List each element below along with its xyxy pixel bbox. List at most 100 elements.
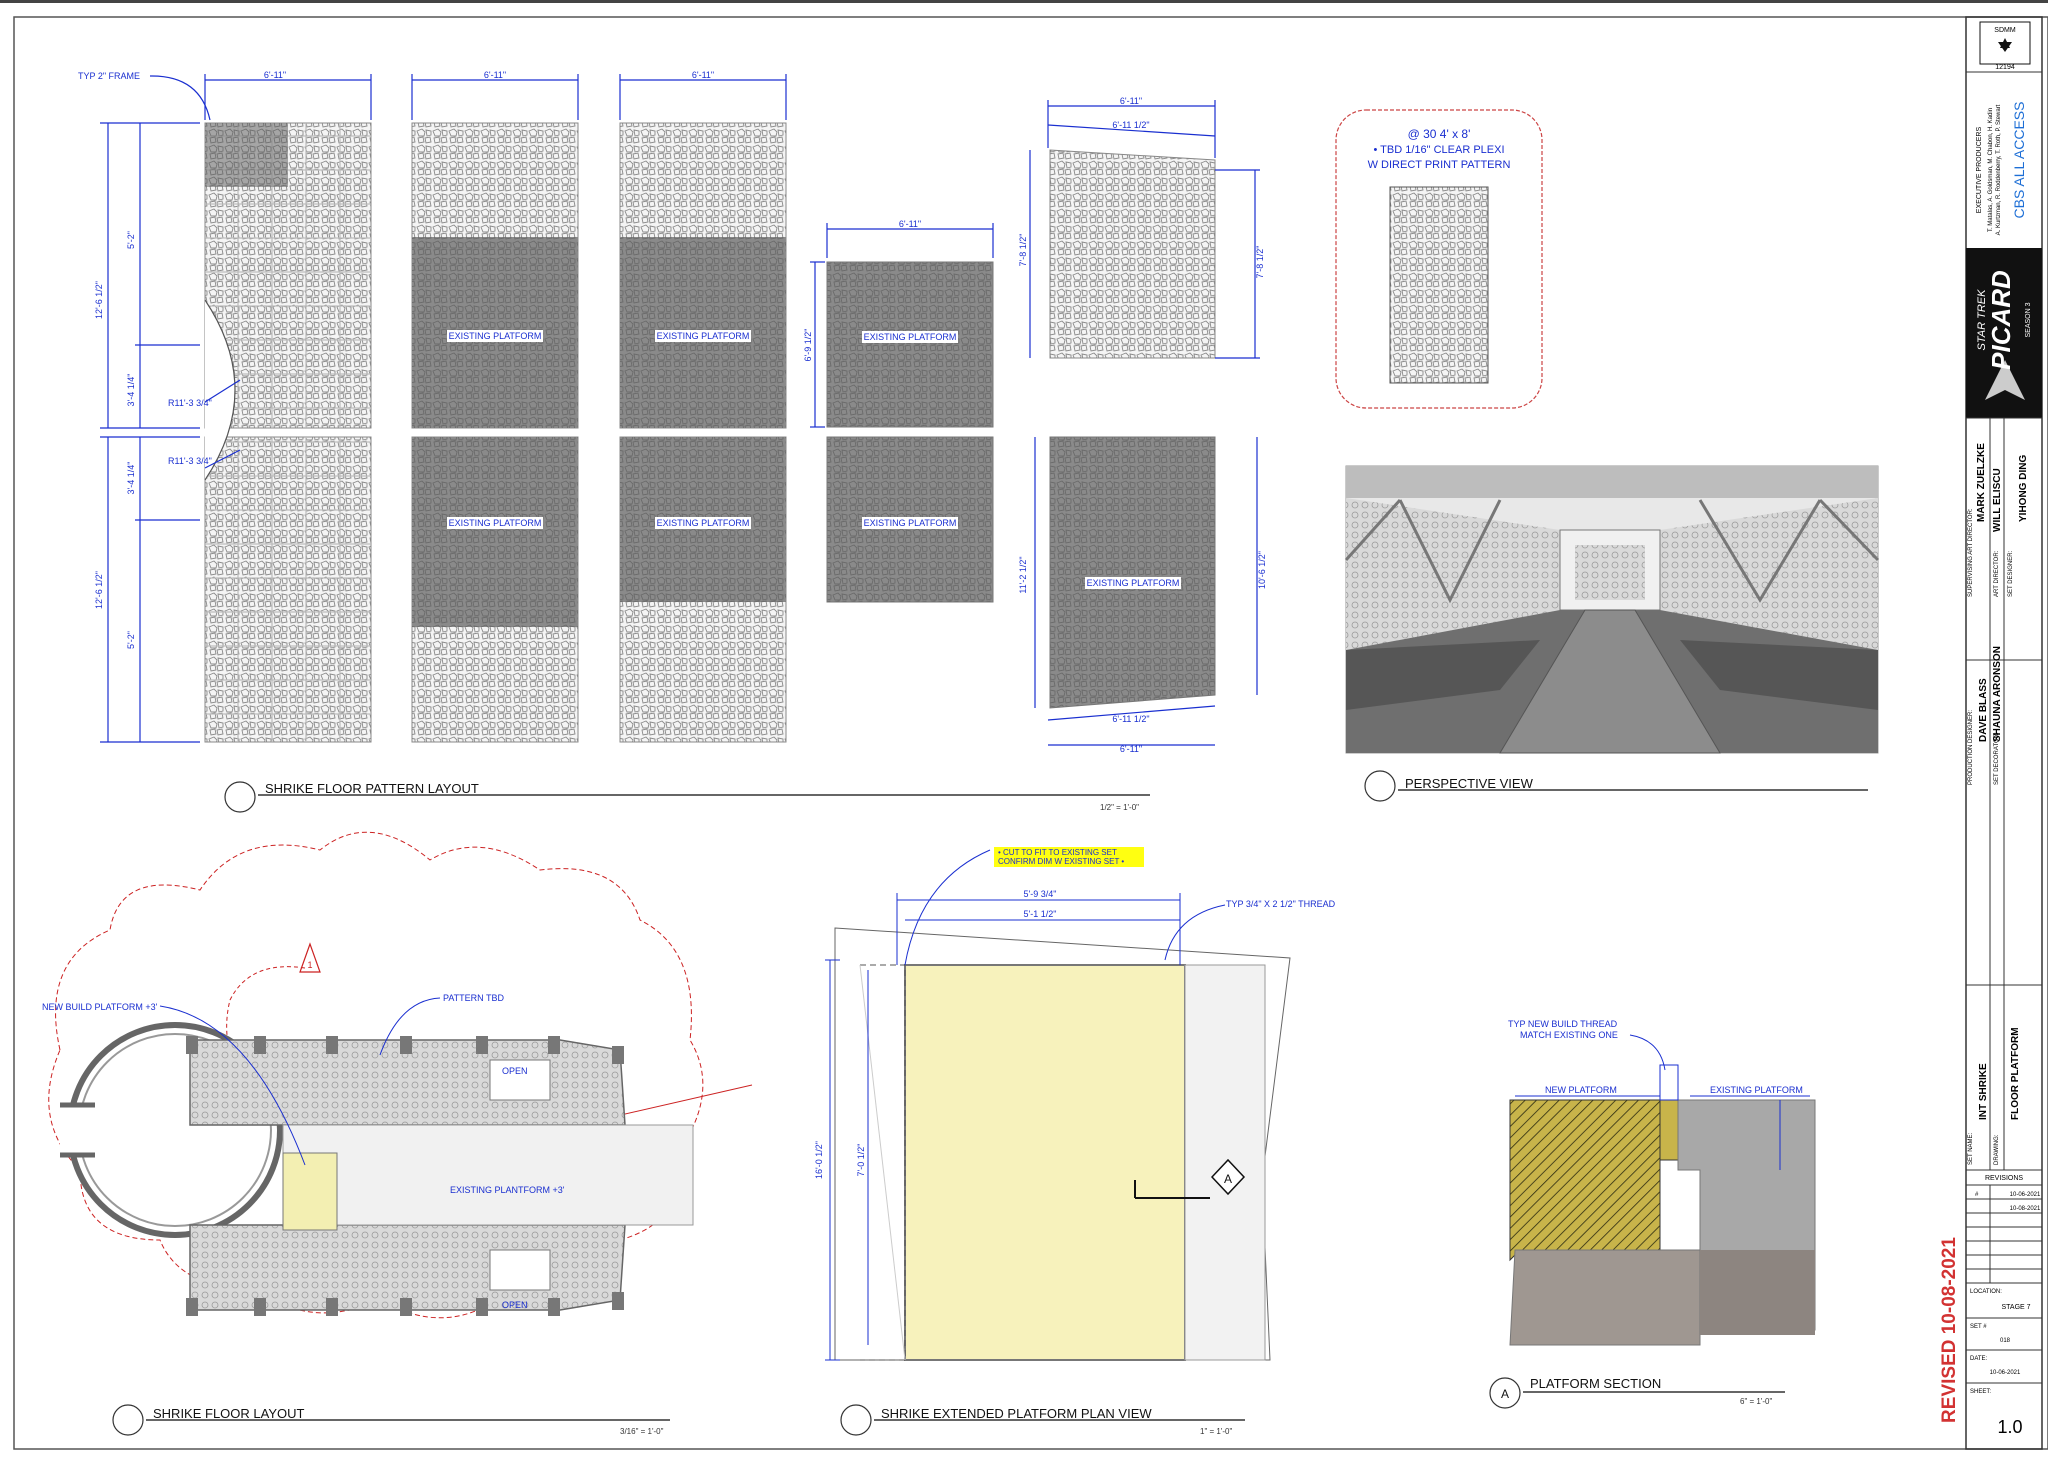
- platform-section-title: PLATFORM SECTION: [1530, 1376, 1661, 1391]
- revision-cloud: [48, 831, 704, 1319]
- pattern-layout-title: SHRIKE FLOOR PATTERN LAYOUT: [265, 781, 479, 796]
- extended-platform-plan: • CUT TO FIT TO EXISTING SET CONFIRM DIM…: [814, 847, 1336, 1436]
- dim-7: 7'-8 1/2": [1255, 246, 1265, 279]
- set-name: INT SHRIKE: [1978, 1063, 1989, 1120]
- open-label-2: OPEN: [502, 1300, 528, 1310]
- width-dim-6-alt: 6'-11 1/2": [1112, 714, 1149, 724]
- exec-producers-names-1: T. Matalas, A. Goldsman, M. Chabon, H. K…: [1988, 108, 1994, 232]
- width-dim-5-alt: 6'-11 1/2": [1112, 120, 1149, 130]
- set-no-value: 018: [2000, 1338, 2011, 1344]
- art-dir-label: ART DIRECTOR:: [1994, 550, 2000, 597]
- plexi-pattern-swatch: [1389, 186, 1489, 384]
- sheet-label: SHEET:: [1970, 1389, 1991, 1395]
- dim-6: 6'-9 1/2": [803, 329, 813, 362]
- match-existing: MATCH EXISTING ONE: [1520, 1030, 1618, 1040]
- callout-line-2: CONFIRM DIM W EXISTING SET •: [998, 857, 1124, 866]
- note-line-2: • TBD 1/16" CLEAR PLEXI: [1373, 144, 1504, 156]
- extended-plan-title: SHRIKE EXTENDED PLATFORM PLAN VIEW: [881, 1406, 1152, 1421]
- shrike-floor-layout: 1 NEW BUILD PLATFORM +3' PATTERN TBD OPE…: [42, 831, 753, 1436]
- existing-label-7: EXISTING PLATFORM: [1087, 578, 1180, 588]
- width-dim-2: 6'-11": [484, 70, 506, 80]
- exec-producers-label: EXECUTIVE PRODUCERS: [1976, 127, 1983, 214]
- set-no-label: SET #: [1970, 1324, 1987, 1330]
- prod-des-name: DAVE BLASS: [1978, 678, 1989, 742]
- prod-des-label: PRODUCTION DESIGNER:: [1968, 710, 1974, 785]
- exec-producers-names-2: A. Kurtzman, R. Roddenberry, T. Roth, P.…: [1996, 104, 2002, 235]
- dim-10: 10'-6 1/2": [1257, 551, 1267, 589]
- existing-label-3: EXISTING PLATFORM: [864, 332, 957, 342]
- pattern-tbd-label: PATTERN TBD: [443, 993, 505, 1003]
- union-label: SDMM: [1994, 27, 2016, 34]
- extended-platform-area: [904, 964, 1186, 1361]
- section-marker: A: [1501, 1387, 1509, 1401]
- pattern-panel-5a: [1049, 149, 1216, 359]
- dim-h: 16'-0 1/2": [814, 1141, 824, 1179]
- pattern-panel-4a: [826, 261, 994, 428]
- location-value: STAGE 7: [2001, 1304, 2030, 1311]
- set-des-label: SET DESIGNER:: [2008, 550, 2014, 597]
- date-label: DATE:: [1970, 1356, 1988, 1362]
- new-platform-label: NEW PLATFORM: [1545, 1085, 1617, 1095]
- floor-layout-scale: 3/16" = 1'-0": [620, 1427, 664, 1436]
- width-dim-5: 6'-11": [1120, 96, 1142, 106]
- platform-section: TYP NEW BUILD THREAD MATCH EXISTING ONE …: [1489, 1019, 1816, 1409]
- platform-section-scale: 6" = 1'-0": [1740, 1397, 1772, 1406]
- typ-new-build-thread: TYP NEW BUILD THREAD: [1508, 1019, 1618, 1029]
- cut-to-fit-callout-box: [994, 847, 1144, 867]
- network-logo-text: CBS ALL ACCESS: [2011, 102, 2027, 219]
- dim-11: 11'-2 1/2": [1018, 556, 1028, 593]
- revised-stamp: REVISED 10-08-2021: [1939, 1237, 1960, 1423]
- detail-marker-pattern: [224, 781, 256, 813]
- drawing-label: DRAWING:: [1994, 1134, 2000, 1165]
- floor-pattern-layout: TYP 2" FRAME 6'-11" 6'-11" 6'-11" 6'-11"…: [78, 70, 1267, 813]
- dim-8: 7'-8 1/2": [1018, 234, 1028, 267]
- revision-2: 10-08-2021: [2010, 1206, 2041, 1212]
- set-dec-label: SET DECORATOR:: [1994, 732, 2000, 785]
- pattern-panel-5b: [1049, 436, 1216, 709]
- thread-note: TYP 3/4" X 2 1/2" THREAD: [1226, 899, 1336, 909]
- art-dir-name: WILL ELISCU: [1992, 468, 2003, 532]
- new-build-label: NEW BUILD PLATFORM +3': [42, 1002, 158, 1012]
- width-dim-1: 6'-11": [264, 70, 286, 80]
- title-block: SDMM 12194 EXECUTIVE PRODUCERS T. Matala…: [1939, 16, 2043, 1450]
- dim-3b: 3'-4 1/4": [126, 462, 136, 495]
- sup-art-name: MARK ZUELZKE: [1976, 443, 1987, 522]
- width-dim-6: 6'-11": [1120, 744, 1142, 754]
- union-number: 12194: [1995, 64, 2015, 71]
- dim-3a: 3'-4 1/4": [126, 374, 136, 407]
- revisions-header: REVISIONS: [1985, 1175, 2023, 1182]
- perspective-view: PERSPECTIVE VIEW: [1344, 465, 1880, 802]
- revisions-hash: #: [1975, 1192, 1979, 1198]
- existing-label-2: EXISTING PLATFORM: [657, 331, 750, 341]
- width-dim-3: 6'-11": [692, 70, 714, 80]
- existing-platform-section-label: EXISTING PLATFORM: [1710, 1085, 1803, 1095]
- existing-label-4: EXISTING PLATFORM: [449, 518, 542, 528]
- radius-dim-b: R11'-3 3/4": [168, 456, 212, 466]
- perspective-title: PERSPECTIVE VIEW: [1405, 776, 1534, 791]
- existing-label-5: EXISTING PLATFORM: [657, 518, 750, 528]
- sheet-border: [13, 16, 2048, 1450]
- set-dec-name: SHAUNA ARONSON: [1992, 646, 2003, 742]
- pattern-layout-scale: 1/2" = 1'-0": [1100, 803, 1139, 812]
- existing-plantform-label: EXISTING PLANTFORM +3': [450, 1185, 565, 1195]
- show-line-2: PICARD: [1986, 270, 2016, 370]
- dim-h2: 7'-0 1/2": [856, 1144, 866, 1177]
- floor-layout-title: SHRIKE FLOOR LAYOUT: [153, 1406, 305, 1421]
- dim-b: 5'-1 1/2": [1024, 909, 1057, 919]
- drawing-name: FLOOR PLATFORM: [2010, 1027, 2021, 1120]
- date-value: 10-06-2021: [1990, 1370, 2021, 1376]
- existing-label-1: EXISTING PLATFORM: [449, 331, 542, 341]
- dim-total-b: 12'-6 1/2": [94, 571, 104, 609]
- width-dim-4: 6'-11": [899, 219, 921, 229]
- note-line-1: @ 30 4' x 8': [1408, 127, 1471, 141]
- show-line-1: STAR TREK: [1976, 289, 1988, 351]
- typ-frame-label: TYP 2" FRAME: [78, 71, 140, 81]
- plexi-note-box: @ 30 4' x 8' • TBD 1/16" CLEAR PLEXI W D…: [1335, 109, 1543, 409]
- location-label: LOCATION:: [1970, 1289, 2002, 1295]
- dim-5b: 5'-2": [126, 631, 136, 649]
- extended-plan-scale: 1" = 1'-0": [1200, 1427, 1232, 1436]
- dim-5a: 5'-2": [126, 231, 136, 249]
- open-label-1: OPEN: [502, 1066, 528, 1076]
- section-cut-mark: A: [1224, 1172, 1232, 1186]
